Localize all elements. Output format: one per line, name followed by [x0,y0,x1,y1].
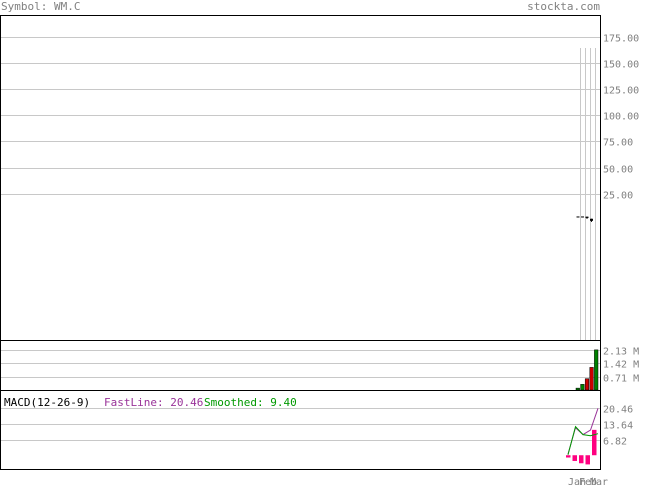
macd-axis-labels: 20.46 13.64 6.82 [603,405,633,448]
price-tick-label: 150.00 [603,60,639,71]
macd-series-line [567,425,599,455]
macd-fastline-label: FastLine: 20.46 [104,396,203,409]
volume-bar [584,378,590,391]
volume-tick-label: 0.71 M [603,374,639,385]
volume-tick-label: 1.42 M [603,360,639,371]
macd-histogram [566,429,597,465]
volume-axis-labels: 2.13 M 1.42 M 0.71 M [603,347,639,385]
price-tick-label: 75.00 [603,138,633,149]
macd-tick-label: 20.46 [603,405,633,416]
price-candle-body [576,216,580,218]
macd-tick-label: 6.82 [603,437,627,448]
brand-label: stockta.com [527,0,600,13]
volume-grid [1,350,600,378]
price-candle-body [581,216,584,218]
price-tick-label: 175.00 [603,34,639,45]
macd-histogram-bar [579,455,584,464]
price-candle-body [590,218,593,221]
macd-tick-label: 13.64 [603,421,633,432]
volume-bar [594,349,599,391]
volume-bars [575,349,599,391]
macd-histogram-bar [592,429,597,456]
price-candle-body [585,216,589,218]
volume-bar [580,384,585,391]
macd-grid [1,408,600,441]
macd-x-tick-label: Jan [568,477,586,486]
macd-histogram-bar [572,455,577,461]
price-panel-frame [0,15,601,341]
symbol-label: Symbol: WM.C [1,0,81,13]
macd-histogram-bar [585,455,590,465]
macd-histogram-bar [566,455,571,458]
price-tick-label: 50.00 [603,165,633,176]
macd-panel-frame [0,390,601,470]
macd-x-tick-label: Feb [579,477,597,486]
macd-x-tick-label: Mar [590,477,608,486]
price-axis-labels: 175.00 150.00 125.00 100.00 75.00 50.00 25.00 [603,34,639,202]
macd-smoothed-label: Smoothed: 9.40 [204,396,297,409]
macd-title: MACD(12-26-9) [4,396,90,409]
macd-lines [567,408,599,455]
volume-panel-frame [0,340,601,391]
price-grid [1,37,600,340]
volume-bar [589,367,594,391]
volume-bar [575,387,580,391]
price-tick-label: 25.00 [603,191,633,202]
volume-tick-label: 2.13 M [603,347,639,358]
price-candles [576,216,593,222]
price-tick-label: 125.00 [603,86,639,97]
price-tick-label: 100.00 [603,112,639,123]
